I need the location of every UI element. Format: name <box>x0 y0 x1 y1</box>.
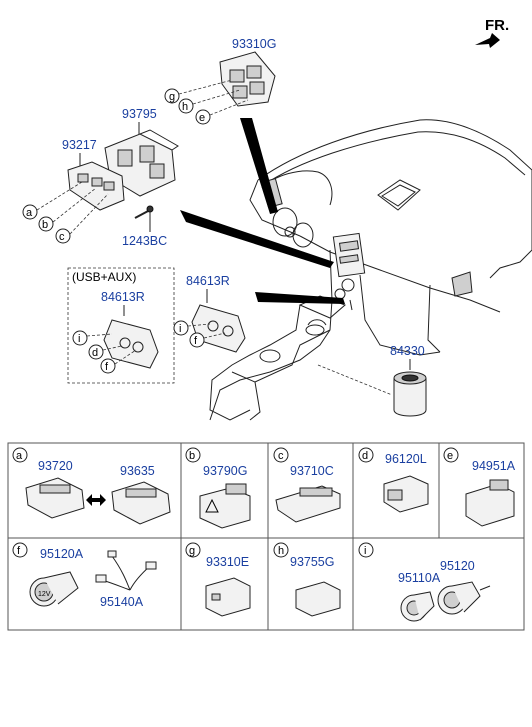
callout-letter-d: d <box>92 347 98 359</box>
part-number-93310G: 93310G <box>232 37 276 51</box>
part-number-95140A: 95140A <box>100 595 144 609</box>
part-number-84330: 84330 <box>390 344 425 358</box>
cell-a[interactable]: a 93720 93635 <box>7 442 182 539</box>
part-number-93720: 93720 <box>38 459 73 473</box>
cell-f-key: f <box>17 545 21 557</box>
part-number-93755G: 93755G <box>290 555 334 569</box>
part-number-93795: 93795 <box>122 107 157 121</box>
cell-i-key: i <box>364 545 366 557</box>
interchange-arrow-icon <box>86 494 106 506</box>
callout-letter-g: g <box>169 91 175 103</box>
cell-b[interactable]: b 93790G <box>180 442 269 539</box>
cell-g-key: g <box>189 545 195 557</box>
part-number-95110A: 95110A <box>398 571 441 585</box>
cell-b-key: b <box>189 450 195 462</box>
part-1243BC[interactable]: 1243BC <box>122 205 167 248</box>
usb-aux-title: (USB+AUX) <box>72 270 136 284</box>
callout-letter-f: f <box>105 361 109 373</box>
callout-letter-i-right: i <box>179 323 181 335</box>
part-number-93635: 93635 <box>120 464 155 478</box>
cell-f[interactable]: f 95120A 95140A 12V <box>7 537 182 631</box>
hazard-triangle-icon <box>205 498 219 513</box>
part-93310G[interactable]: 93310G g h e <box>164 37 276 125</box>
callout-letter-h: h <box>182 101 188 113</box>
cell-d[interactable]: d 96120L <box>352 442 440 539</box>
part-number-96120L: 96120L <box>385 452 427 466</box>
cell-c[interactable]: c 93710C <box>267 442 354 539</box>
part-number-84613R: 84613R <box>186 274 230 288</box>
part-number-84613R-usb: 84613R <box>101 290 145 304</box>
front-direction-indicator: FR. <box>475 17 509 48</box>
part-number-95120: 95120 <box>440 559 475 573</box>
cell-e[interactable]: e 94951A <box>438 442 525 539</box>
part-93217[interactable]: 93217 a b c <box>22 138 125 244</box>
cell-a-key: a <box>16 450 23 462</box>
callout-letter-c: c <box>59 231 65 243</box>
socket-12v-mark: 12V <box>38 591 51 598</box>
part-number-93710C: 93710C <box>290 464 334 478</box>
part-number-93217: 93217 <box>62 138 97 152</box>
cell-h-key: h <box>278 545 284 557</box>
part-number-93790G: 93790G <box>203 464 247 478</box>
callout-letter-b: b <box>42 219 48 231</box>
part-number-93310E: 93310E <box>206 555 249 569</box>
callout-wedges <box>180 118 345 304</box>
cell-i[interactable]: i 95110A 95120 <box>352 537 525 631</box>
part-84330[interactable]: 84330 <box>317 344 427 417</box>
callout-letter-i: i <box>78 333 80 345</box>
callout-letter-f-right: f <box>194 335 198 347</box>
part-84613R[interactable]: 84613R i f <box>173 274 246 353</box>
cell-g[interactable]: g 93310E <box>180 537 269 631</box>
parts-table: a 93720 93635 b 93790G c 93710C <box>7 442 525 631</box>
cell-d-key: d <box>362 450 368 462</box>
callout-letter-e: e <box>199 112 205 124</box>
part-number-94951A: 94951A <box>472 459 516 473</box>
cell-c-key: c <box>278 450 284 462</box>
front-arrow-icon <box>475 33 500 48</box>
cell-e-key: e <box>447 450 453 462</box>
part-number-95120A: 95120A <box>40 547 84 561</box>
cell-h[interactable]: h 93755G <box>267 537 354 631</box>
part-number-1243BC: 1243BC <box>122 234 167 248</box>
front-label: FR. <box>485 17 509 34</box>
callout-letter-a: a <box>26 207 33 219</box>
usb-aux-group: (USB+AUX) 84613R i d f <box>67 267 175 384</box>
